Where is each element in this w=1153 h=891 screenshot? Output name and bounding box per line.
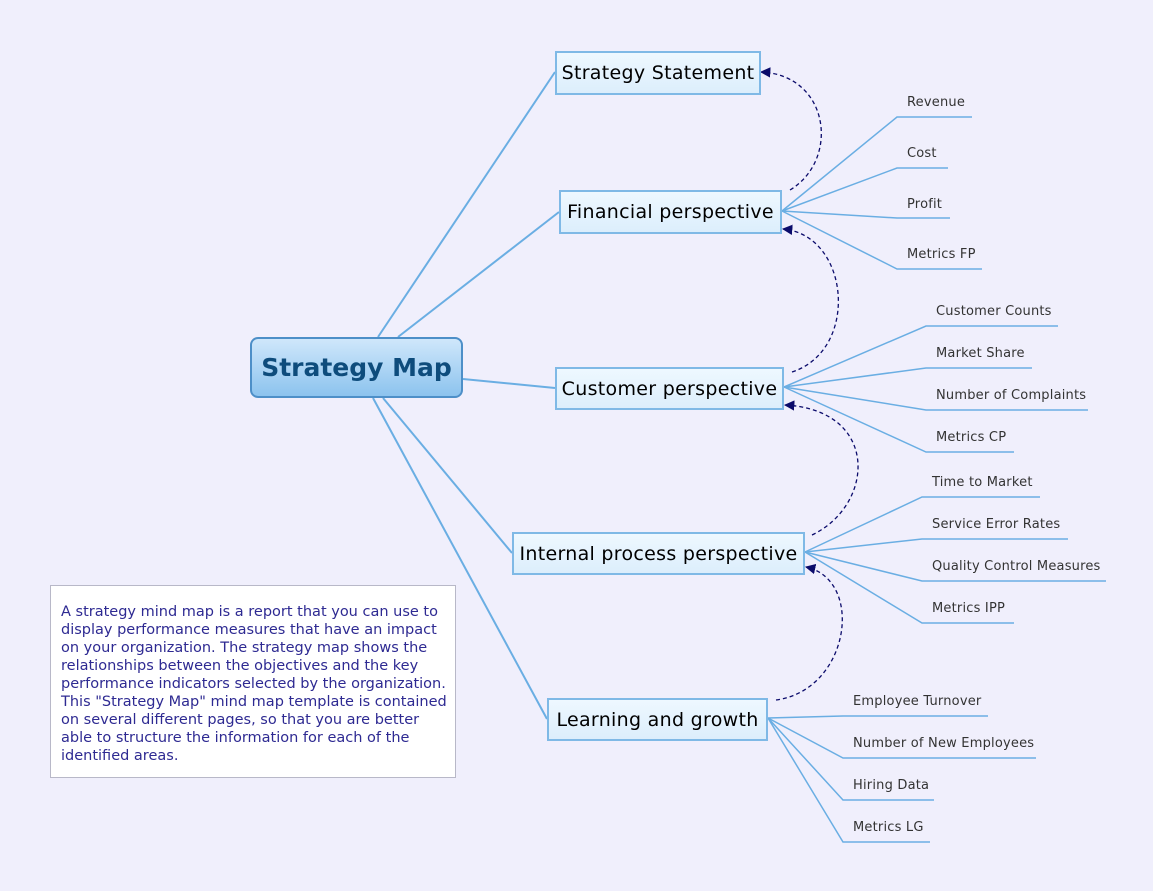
subtopic-customer-counts[interactable]: Customer Counts (936, 304, 1052, 319)
topic-label: Internal process perspective (519, 542, 798, 565)
topic-label: Learning and growth (556, 708, 759, 731)
leaf-connector-0-2 (781, 210, 950, 219)
leaf-connector-2-0 (804, 496, 1040, 553)
branch-line-financial (397, 211, 560, 338)
subtopic-metrics-lg[interactable]: Metrics LG (853, 820, 924, 835)
subtopic-employee-turnover[interactable]: Employee Turnover (853, 694, 982, 709)
leaf-connector-3-0 (767, 715, 988, 719)
leaf-connector-1-3 (783, 386, 1014, 453)
topic-financial-perspective[interactable]: Financial perspective (559, 190, 782, 234)
subtopic-metrics-ipp[interactable]: Metrics IPP (932, 601, 1006, 616)
branch-line-customer (462, 378, 556, 389)
subtopic-time-to-market[interactable]: Time to Market (932, 475, 1033, 490)
subtopic-number-of-new-employees[interactable]: Number of New Employees (853, 736, 1035, 751)
description-note-text: A strategy mind map is a report that you… (61, 604, 447, 764)
branch-line-internal (382, 397, 513, 554)
leaf-connector-2-2 (804, 551, 1106, 582)
central-topic-strategy-map[interactable]: Strategy Map (250, 337, 463, 398)
subtopic-quality-control-measures[interactable]: Quality Control Measures (932, 559, 1101, 574)
leaf-connector-1-2 (783, 386, 1088, 411)
subtopic-metrics-cp[interactable]: Metrics CP (936, 430, 1007, 445)
leaf-connector-0-1 (781, 167, 948, 212)
leaf-connector-0-0 (781, 116, 972, 212)
topic-label: Strategy Statement (561, 62, 755, 84)
central-topic-label: Strategy Map (261, 353, 452, 382)
topic-strategy-statement[interactable]: Strategy Statement (555, 51, 761, 95)
subtopic-cost[interactable]: Cost (907, 146, 937, 161)
dependency-arrow-internal-to-customer (783, 400, 859, 536)
leaf-connector-1-0 (783, 325, 1058, 388)
subtopic-profit[interactable]: Profit (907, 197, 943, 212)
subtopic-market-share[interactable]: Market Share (936, 346, 1025, 361)
topic-label: Financial perspective (567, 201, 774, 223)
subtopic-number-of-complaints[interactable]: Number of Complaints (936, 388, 1087, 403)
branch-line-learning (372, 397, 548, 720)
topic-internal-process-perspective[interactable]: Internal process perspective (512, 532, 805, 575)
subtopic-metrics-fp[interactable]: Metrics FP (907, 247, 976, 262)
topic-customer-perspective[interactable]: Customer perspective (555, 367, 784, 410)
subtopic-hiring-data[interactable]: Hiring Data (853, 778, 930, 793)
subtopic-revenue[interactable]: Revenue (907, 95, 966, 110)
dependency-arrow-customer-to-financial (781, 224, 839, 373)
leaf-connector-3-2 (767, 717, 934, 801)
description-note: A strategy mind map is a report that you… (50, 585, 456, 778)
dependency-arrow-learning-to-internal (775, 563, 843, 701)
topic-learning-and-growth[interactable]: Learning and growth (547, 698, 768, 741)
branch-line-strategy (377, 71, 556, 338)
subtopic-service-error-rates[interactable]: Service Error Rates (932, 517, 1061, 532)
leaf-connector-0-3 (781, 210, 982, 270)
leaf-connector-3-3 (767, 717, 930, 843)
leaf-connector-2-3 (804, 551, 1014, 624)
leaf-connector-2-1 (804, 538, 1068, 553)
leaf-connector-3-1 (767, 717, 1036, 759)
topic-label: Customer perspective (561, 377, 778, 400)
leaf-connector-1-1 (783, 367, 1032, 388)
dependency-arrow-financial-to-strategy (759, 67, 822, 191)
